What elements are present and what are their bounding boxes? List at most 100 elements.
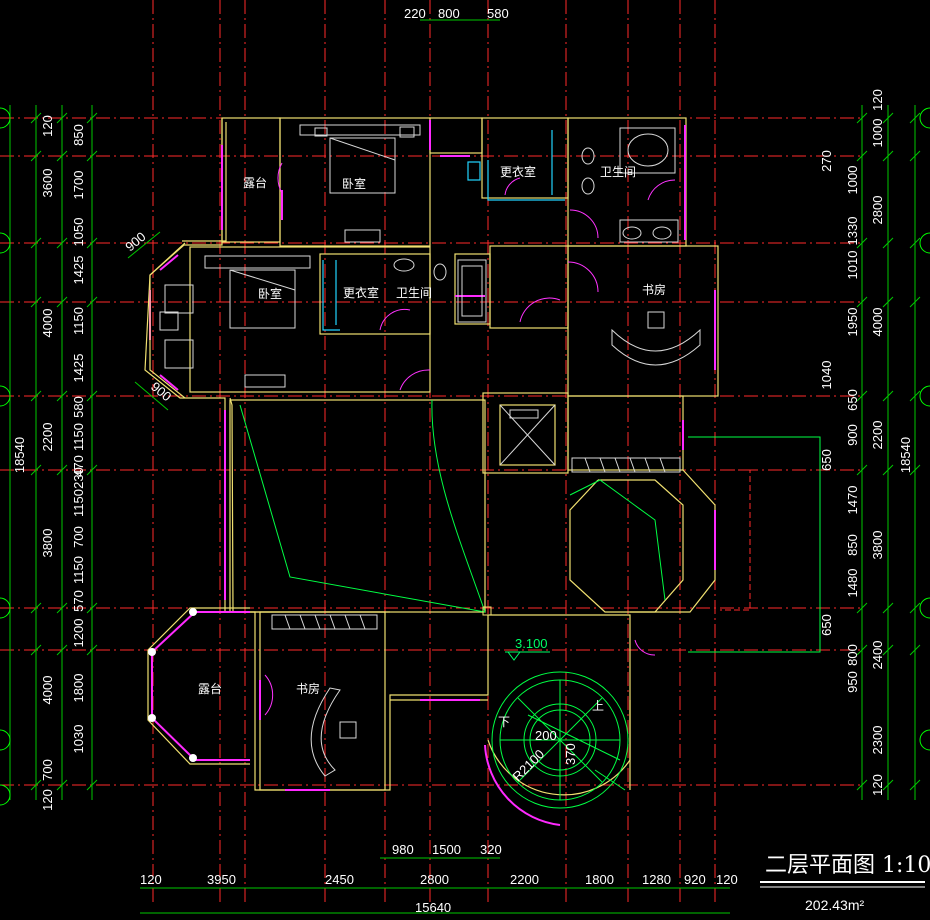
stair-radius-label: R2100 xyxy=(510,746,548,784)
bottom-segment-dim: 120 xyxy=(140,872,162,887)
dimension-tick xyxy=(856,464,868,476)
left-inner-dim: 1150 xyxy=(71,556,86,584)
right-inner-dim: 650 xyxy=(819,449,834,471)
atrium-void xyxy=(239,399,666,616)
bottom-segment-dim: 1280 xyxy=(642,872,671,887)
left-inner-dim: 1700 xyxy=(71,171,86,200)
dimension-tick xyxy=(856,150,868,162)
right-mid-dim: 120 xyxy=(870,774,885,796)
dimension-tick xyxy=(30,237,42,249)
dimension-tick xyxy=(856,237,868,249)
left-inner-dim: 1150 xyxy=(71,423,86,451)
dimension-tick xyxy=(909,237,921,249)
right-inner-dim: 1040 xyxy=(819,361,834,390)
left-dimension-lines xyxy=(9,105,98,800)
left-inner-dim: 1425 xyxy=(71,256,86,285)
right-mid-dim: 4000 xyxy=(870,308,885,337)
door-swings xyxy=(264,162,676,716)
dimension-tick xyxy=(56,296,68,308)
room-label-dressing-1: 更衣室 xyxy=(500,164,536,179)
dimension-tick xyxy=(909,112,921,124)
left-inner-dim: 470 xyxy=(71,455,86,477)
dimension-tick xyxy=(909,464,921,476)
dimension-tick xyxy=(56,644,68,656)
dimension-tick xyxy=(882,602,894,614)
dimension-tick xyxy=(56,237,68,249)
bottom-terrace-railing xyxy=(147,607,250,765)
dimension-tick xyxy=(909,644,921,656)
left-inner-dim: 1030 xyxy=(71,725,86,754)
dimension-tick xyxy=(86,296,98,308)
dimension-tick xyxy=(909,390,921,402)
right-inner-dim: 950 xyxy=(845,671,860,693)
stair-treads xyxy=(271,457,681,630)
dimension-tick xyxy=(882,296,894,308)
elevation-label: 3.100 xyxy=(515,636,548,651)
dimension-tick xyxy=(882,390,894,402)
dimension-tick xyxy=(30,296,42,308)
top-terrace-railing xyxy=(149,242,186,399)
dimension-tick xyxy=(86,150,98,162)
right-dimension-lines xyxy=(856,105,921,800)
bottom-total-dim: 15640 xyxy=(415,900,451,915)
right-inner-dim: 650 xyxy=(819,614,834,636)
dimension-tick xyxy=(856,779,868,791)
axis-bubbles xyxy=(0,107,930,806)
room-labels: 露台 卧室 更衣室 卫生间 卧室 更衣室 卫生间 书房 露台 书房 xyxy=(198,164,666,696)
right-mid-dim: 2200 xyxy=(870,421,885,450)
left-inner-dim: 2200 xyxy=(40,423,55,452)
bottom-dimensions: 980 1500 320 120 3950 2450 2800 2200 180… xyxy=(140,842,738,915)
dimension-tick xyxy=(56,464,68,476)
dimension-tick xyxy=(56,112,68,124)
right-total-dim: 18540 xyxy=(898,437,913,473)
right-inner-dim: 900 xyxy=(845,424,860,446)
drawing-title: 二层平面图 1:100 xyxy=(765,853,930,878)
room-label-terrace-top: 露台 xyxy=(243,175,267,190)
right-inner-dim: 850 xyxy=(845,534,860,556)
spiral-staircase xyxy=(484,671,631,826)
walls xyxy=(144,117,719,791)
dimension-tick xyxy=(909,296,921,308)
right-inner-dim: 1470 xyxy=(845,486,860,515)
room-label-study-2: 书房 xyxy=(296,681,320,696)
dimension-tick xyxy=(882,779,894,791)
dimension-tick xyxy=(882,150,894,162)
dimension-tick xyxy=(30,464,42,476)
floor-area: 202.43m² xyxy=(805,897,864,913)
dimension-tick xyxy=(856,644,868,656)
bottom-segment-dim: 920 xyxy=(684,872,706,887)
left-inner-dim: 1800 xyxy=(71,674,86,703)
bottom-segment-dim: 1800 xyxy=(585,872,614,887)
right-inner-dim: 270 xyxy=(819,150,834,172)
dimension-tick xyxy=(30,644,42,656)
closets xyxy=(322,130,565,331)
left-inner-dim: 1150 xyxy=(71,489,86,517)
bottom-inner-dim: 980 xyxy=(392,842,414,857)
right-inner-dim: 800 xyxy=(845,644,860,666)
dimension-tick xyxy=(86,237,98,249)
left-mid-dim: 3600 xyxy=(40,169,55,198)
dimension-tick xyxy=(86,390,98,402)
dimension-tick xyxy=(30,150,42,162)
dimension-tick xyxy=(56,390,68,402)
left-inner-dim: 1200 xyxy=(71,619,86,648)
bottom-segment-dim: 3950 xyxy=(207,872,236,887)
left-inner-dim: 120 xyxy=(40,789,55,811)
dimension-tick xyxy=(882,112,894,124)
left-inner-dim: 1150 xyxy=(71,307,86,335)
dimension-tick xyxy=(30,602,42,614)
bottom-segment-dim: 120 xyxy=(716,872,738,887)
right-inner-dim: 1480 xyxy=(845,569,860,598)
dimension-tick xyxy=(856,112,868,124)
right-inner-dim: 2800 xyxy=(870,196,885,225)
left-total-dim: 18540 xyxy=(12,437,27,473)
dimension-tick xyxy=(56,602,68,614)
dimension-tick xyxy=(30,779,42,791)
bottom-segment-dim: 2200 xyxy=(510,872,539,887)
left-inner-dim: 580 xyxy=(71,396,86,418)
top-dim: 800 xyxy=(438,6,460,21)
right-inner-dim: 1950 xyxy=(845,308,860,337)
left-inner-dim: 850 xyxy=(71,124,86,146)
left-inner-dim: 700 xyxy=(71,526,86,548)
